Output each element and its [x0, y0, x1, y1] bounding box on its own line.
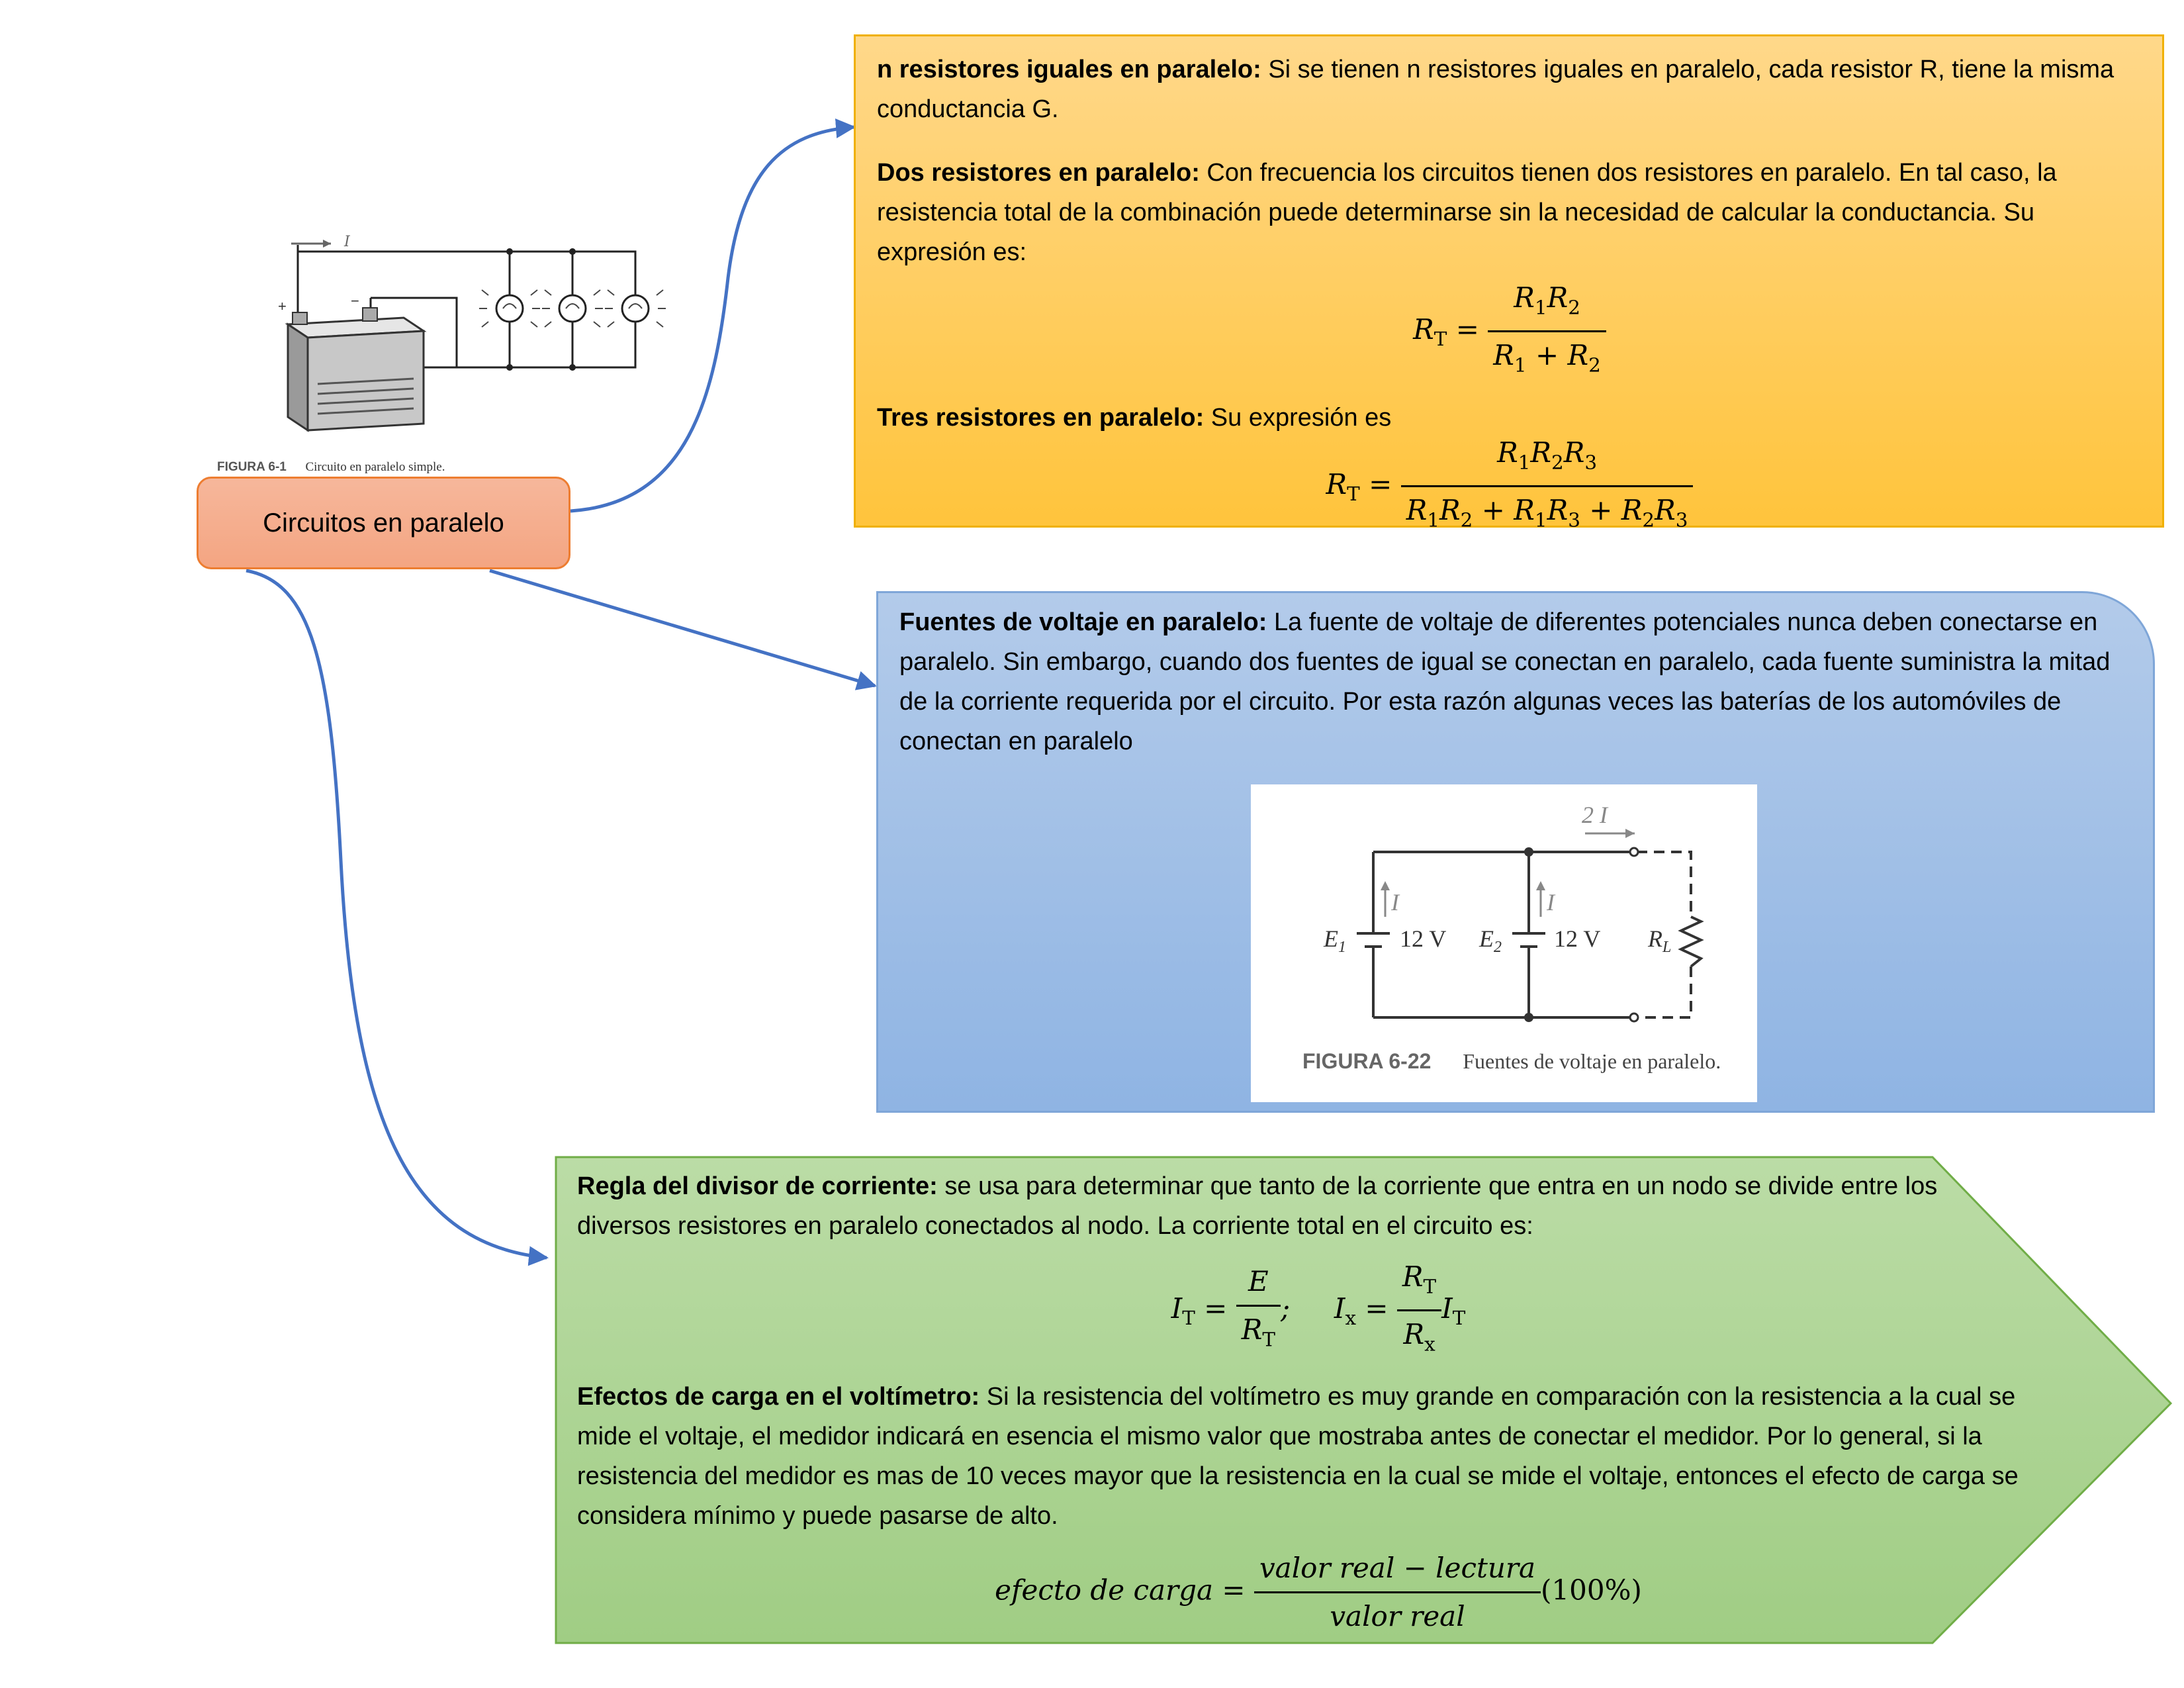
figure-6-22-caption: FIGURA 6-22 Fuentes de voltaje en parale…: [1302, 1049, 1721, 1074]
loading-effect-text: Si la resistencia del voltímetro es muy …: [577, 1382, 2019, 1530]
current-label: I: [343, 234, 351, 250]
equal-resistors-paragraph: n resistores iguales en paralelo: Si se …: [877, 50, 2142, 129]
loading-effect-title: Efectos de carga en el voltímetro:: [577, 1382, 980, 1411]
parallel-sources-circuit: 2 I I I E1 12 V E2 12 V RL: [1323, 802, 1704, 1023]
source-e2-label: E2: [1479, 925, 1502, 956]
voltage-sources-paragraph: Fuentes de voltaje en paralelo: La fuent…: [899, 602, 2133, 761]
figure-6-22: 2 I I I E1 12 V E2 12 V RL FIGURA 6-22 F…: [1251, 784, 1757, 1102]
arrow-to-current-divider-box: [246, 569, 549, 1266]
figure-6-22-caption-text: Fuentes de voltaje en paralelo.: [1463, 1049, 1721, 1073]
source-e1-label: E1: [1323, 925, 1346, 956]
total-current-label: 2 I: [1582, 802, 1609, 828]
figure-6-22-number: FIGURA 6-22: [1302, 1049, 1432, 1073]
current-label-2: I: [1546, 889, 1556, 915]
current-divider-title: Regla del divisor de corriente:: [577, 1172, 938, 1200]
arrow-to-resistors-box: [570, 118, 856, 513]
center-node[interactable]: Circuitos en paralelo: [197, 477, 570, 569]
resistors-box: n resistores iguales en paralelo: Si se …: [854, 34, 2164, 531]
figure-6-1: I: [212, 232, 688, 477]
current-divider-paragraph: Regla del divisor de corriente: se usa p…: [577, 1166, 1974, 1246]
current-divider-text: se usa para determinar que tanto de la c…: [577, 1172, 1938, 1240]
source-e2-voltage: 12 V: [1554, 925, 1600, 952]
loading-effect-lhs: efecto de carga: [995, 1573, 1214, 1607]
arrow-to-voltage-sources-box: [489, 569, 877, 690]
two-resistors-text: Con frecuencia los circuitos tienen dos …: [877, 159, 2057, 266]
figure-6-1-caption-text: Circuito en paralelo simple.: [305, 460, 445, 474]
center-node-label: Circuitos en paralelo: [263, 508, 504, 538]
figure-6-1-caption: FIGURA 6-1 Circuito en paralelo simple.: [217, 460, 688, 475]
voltage-sources-title: Fuentes de voltaje en paralelo:: [899, 608, 1267, 636]
load-resistor-icon: [1678, 915, 1704, 968]
loading-effect-numerator: valor real − lectura: [1253, 1549, 1541, 1593]
loading-effect-denominator: valor real: [1330, 1599, 1465, 1632]
equal-resistors-title: n resistores iguales en paralelo:: [877, 56, 1261, 83]
three-resistors-text: Su expresión es: [1204, 403, 1392, 432]
battery-icon: + −: [278, 293, 427, 432]
load-label: RL: [1647, 925, 1671, 956]
voltage-sources-text: La fuente de voltaje de diferentes poten…: [899, 608, 2111, 755]
source-e1-voltage: 12 V: [1400, 925, 1446, 952]
loading-effect-paragraph: Efectos de carga en el voltímetro: Si la…: [577, 1377, 2060, 1536]
figure-6-1-number: FIGURA 6-1: [217, 460, 287, 474]
three-resistors-paragraph: Tres resistores en paralelo: Su expresió…: [877, 398, 2142, 438]
two-resistors-paragraph: Dos resistores en paralelo: Con frecuenc…: [877, 153, 2142, 272]
current-divider-box: Regla del divisor de corriente: se usa p…: [577, 1166, 2060, 1636]
parallel-circuit-drawing: I: [278, 234, 666, 432]
three-resistors-title: Tres resistores en paralelo:: [877, 403, 1205, 432]
two-resistors-title: Dos resistores en paralelo:: [877, 159, 1200, 187]
equal-resistors-text: Si se tienen n resistores iguales en par…: [877, 56, 2115, 123]
minus-sign: −: [351, 293, 359, 309]
plus-sign: +: [278, 298, 287, 314]
current-label-1: I: [1390, 889, 1400, 915]
loading-effect-tail: (100%): [1541, 1573, 1642, 1607]
